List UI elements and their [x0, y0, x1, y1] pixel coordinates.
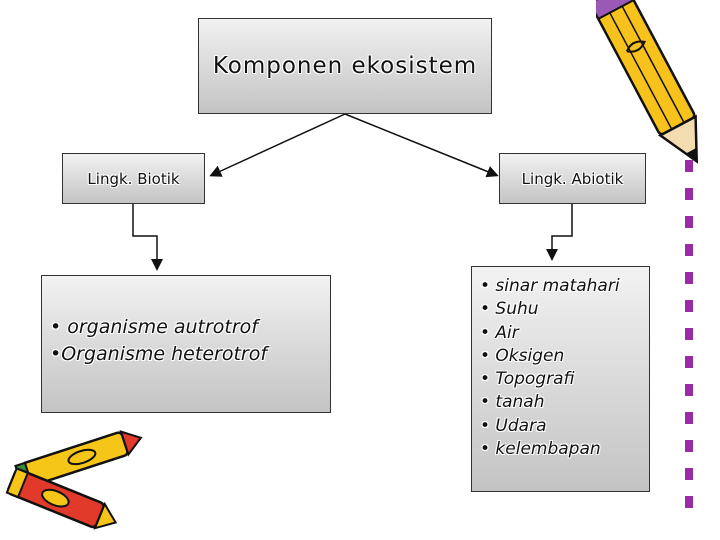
- pencil-icon: [596, 0, 720, 175]
- biotik-to-list-connector: [133, 204, 157, 268]
- abiotik-item: • Air: [480, 322, 649, 345]
- decorative-strip: [683, 160, 695, 520]
- root-label: Komponen ekosistem: [213, 53, 477, 79]
- biotik-item: • organisme autrotrof: [50, 314, 330, 341]
- root-to-abiotik-arrow: [345, 114, 496, 175]
- abiotik-to-list-connector: [552, 204, 572, 258]
- biotik-node: Lingk. Biotik: [62, 153, 205, 204]
- abiotik-item: • sinar matahari: [480, 275, 649, 298]
- crayons-icon: [0, 425, 155, 540]
- abiotik-item: • Oksigen: [480, 345, 649, 368]
- biotik-item: •Organisme heterotrof: [50, 341, 330, 368]
- biotik-label: Lingk. Biotik: [87, 170, 179, 188]
- abiotik-list: • sinar matahari • Suhu • Air • Oksigen …: [471, 266, 650, 492]
- abiotik-item: • Udara: [480, 415, 649, 438]
- biotik-list: • organisme autrotrof •Organisme heterot…: [41, 275, 331, 413]
- abiotik-item: • tanah: [480, 391, 649, 414]
- root-to-biotik-arrow: [212, 114, 345, 175]
- abiotik-item: • Topografi: [480, 368, 649, 391]
- abiotik-item: • kelembapan: [480, 438, 649, 461]
- root-node: Komponen ekosistem: [198, 18, 492, 114]
- abiotik-item: • Suhu: [480, 298, 649, 321]
